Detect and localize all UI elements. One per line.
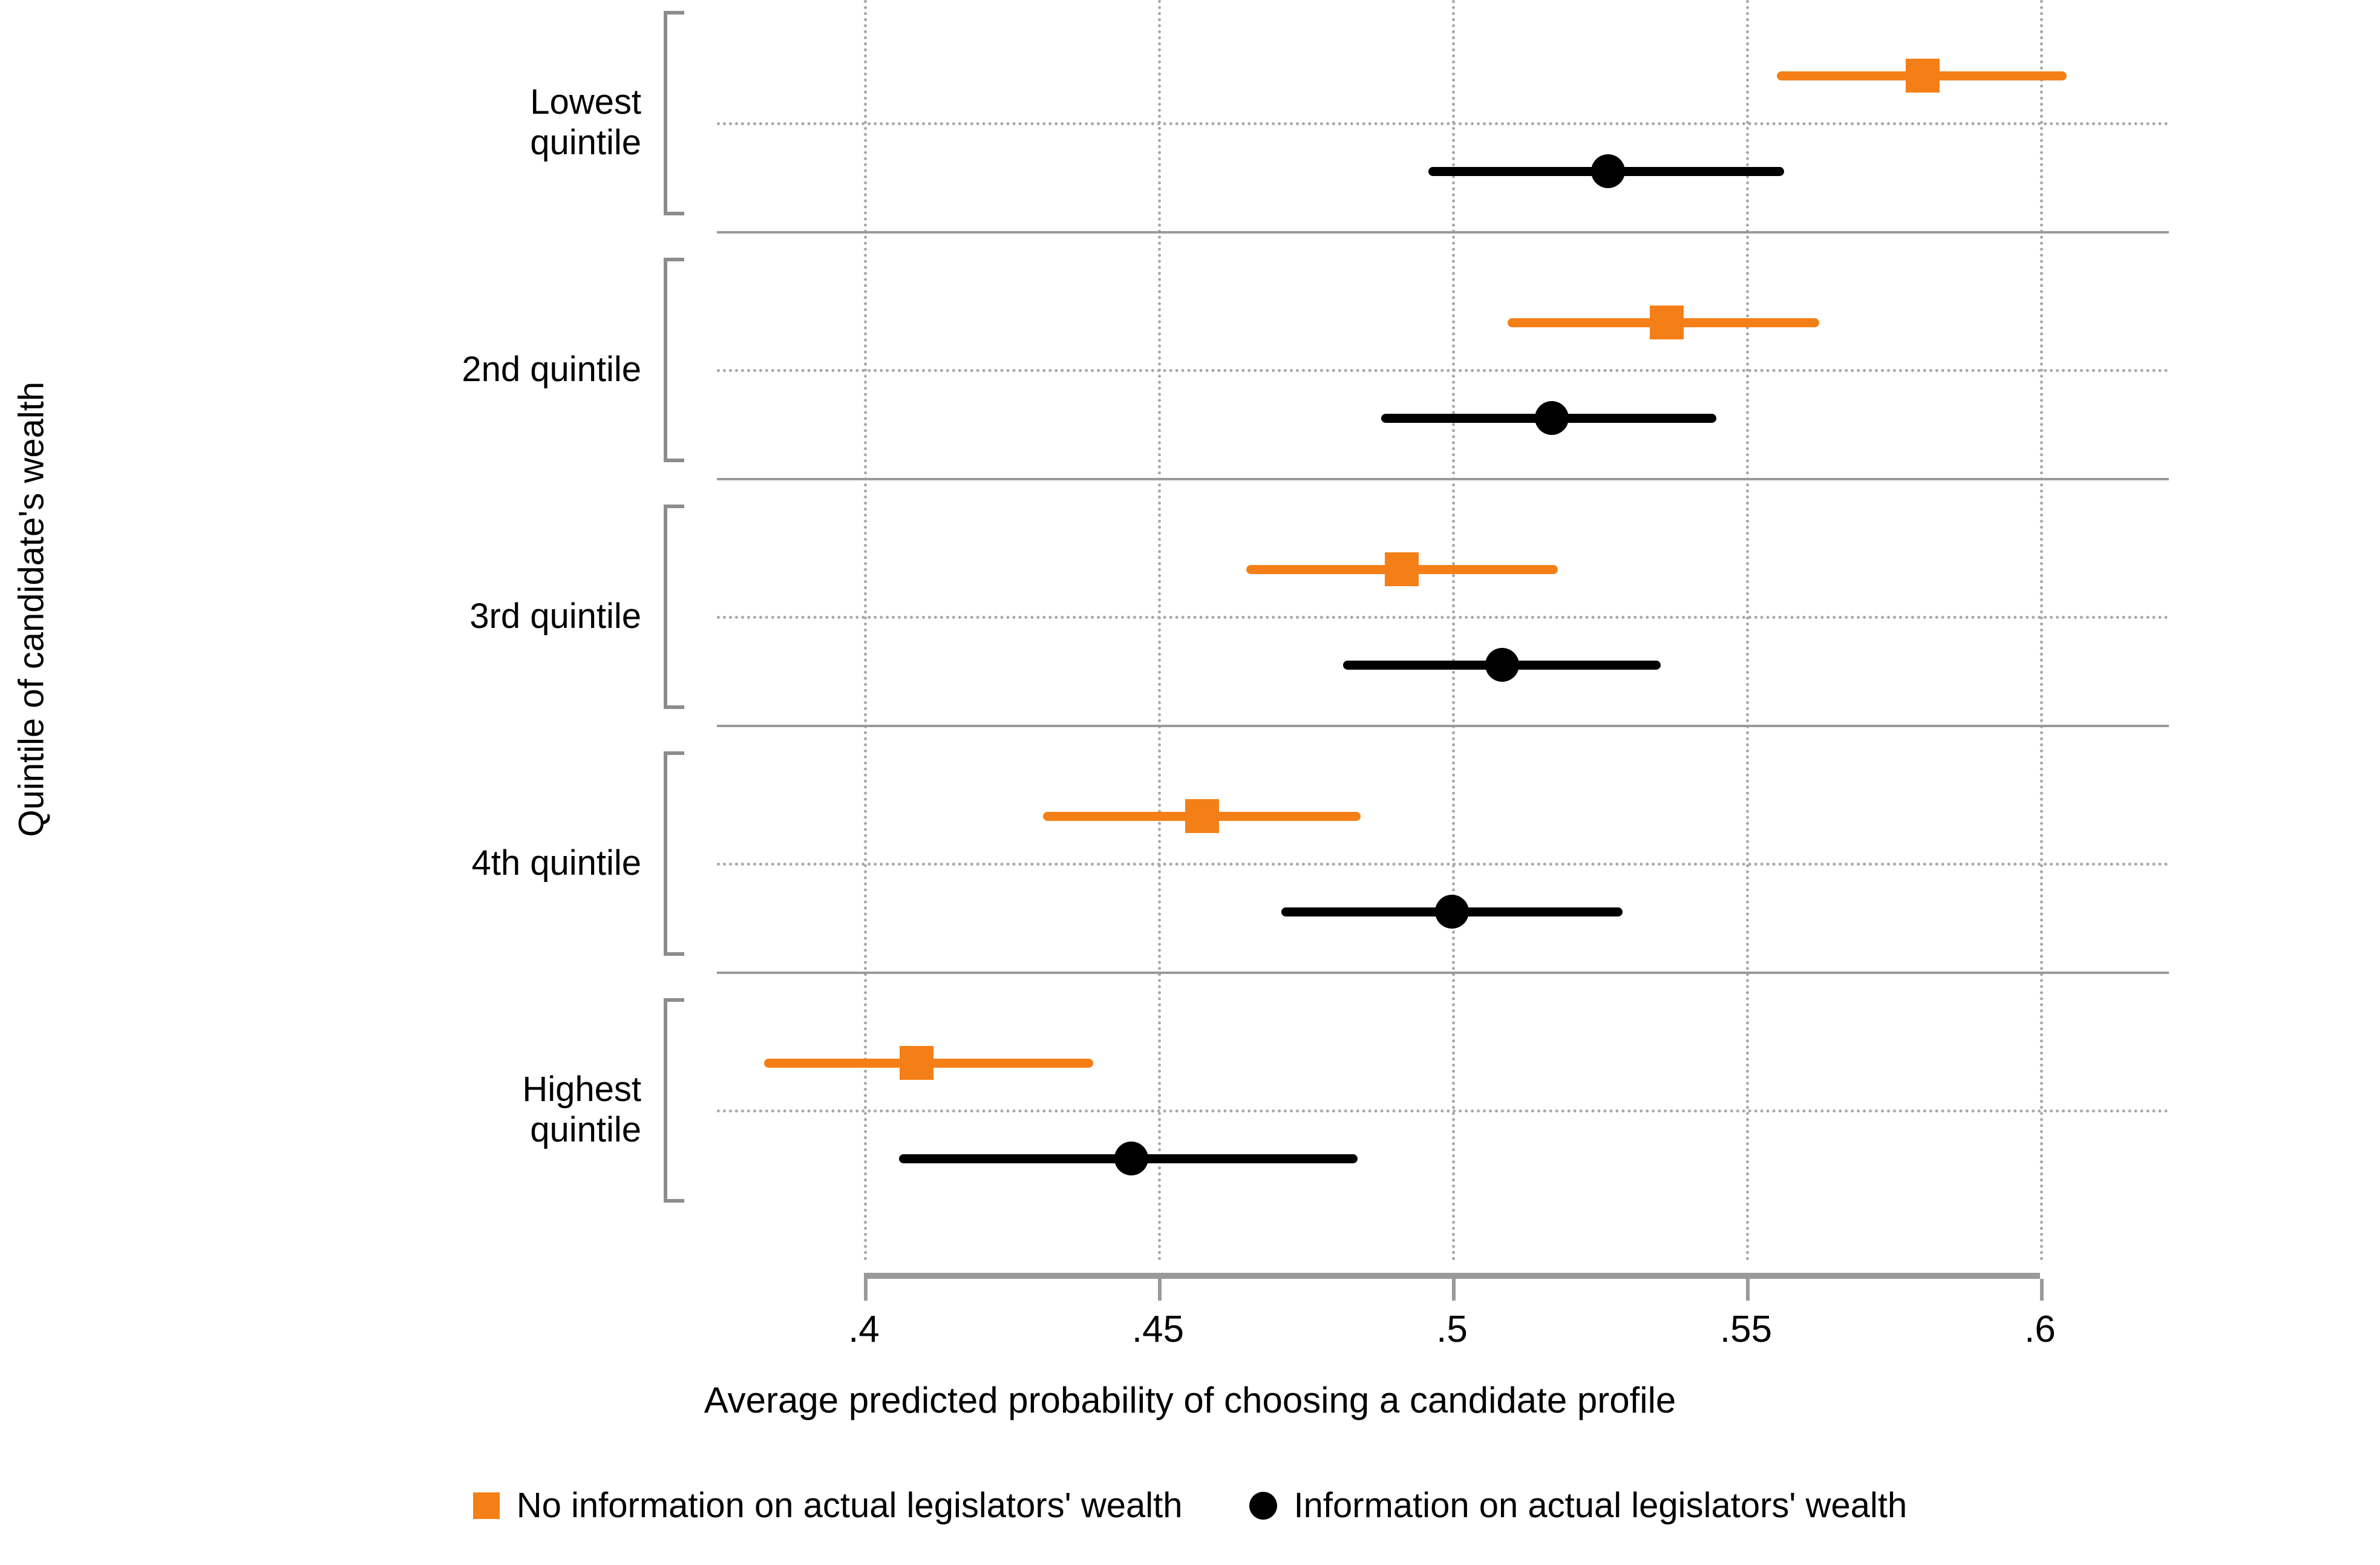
vertical-gridline <box>1158 0 1161 1261</box>
group-separator <box>717 725 2169 727</box>
x-axis-tick <box>1452 1279 1456 1301</box>
estimate-marker-circle <box>1435 895 1469 929</box>
estimate-marker-square <box>1649 305 1684 339</box>
x-axis-tick <box>864 1279 868 1301</box>
y-axis-bracket-cap <box>664 998 684 1002</box>
y-axis-category-label: 3rd quintile <box>0 596 641 637</box>
estimate-marker-circle <box>1485 648 1519 682</box>
estimate-marker-circle <box>1590 154 1625 188</box>
x-axis-tick-label: .45 <box>1131 1309 1185 1350</box>
y-label-line: quintile <box>530 1109 641 1149</box>
y-label-line: 3rd quintile <box>469 596 641 636</box>
estimate-marker-square <box>900 1046 934 1080</box>
y-axis-bracket <box>664 505 667 709</box>
y-axis-bracket-cap <box>664 258 684 261</box>
y-axis-category-label: 2nd quintile <box>0 350 641 390</box>
horizontal-gridline <box>717 1109 2169 1112</box>
horizontal-gridline <box>717 369 2169 372</box>
x-axis-tick-label: .4 <box>848 1309 880 1350</box>
group-separator <box>717 972 2169 974</box>
y-axis-bracket <box>664 11 667 215</box>
y-axis-bracket-cap <box>664 705 684 709</box>
legend-circle-icon <box>1249 1491 1277 1520</box>
vertical-gridline <box>2040 0 2043 1261</box>
y-axis-bracket-cap <box>664 1199 684 1203</box>
legend-label: Information on actual legislators' wealt… <box>1293 1486 1908 1525</box>
estimate-marker-square <box>1385 552 1419 586</box>
legend: No information on actual legislators' we… <box>0 1485 2380 1526</box>
estimate-marker-circle <box>1114 1142 1149 1175</box>
x-axis-tick-label: .6 <box>2024 1309 2056 1350</box>
y-axis-bracket <box>664 751 667 956</box>
x-axis-spine <box>864 1273 2040 1279</box>
y-axis-bracket <box>664 998 667 1203</box>
y-axis-bracket-cap <box>664 505 684 508</box>
x-axis-tick-label: .5 <box>1436 1309 1468 1350</box>
legend-item[interactable]: No information on actual legislators' we… <box>472 1485 1183 1526</box>
x-axis-tick-label: .55 <box>1719 1309 1773 1350</box>
y-label-line: Lowest <box>530 82 641 122</box>
y-label-line: quintile <box>530 122 641 162</box>
y-axis-bracket-cap <box>664 952 684 956</box>
vertical-gridline <box>1452 0 1455 1261</box>
x-axis-title: Average predicted probability of choosin… <box>704 1380 1676 1420</box>
estimate-marker-square <box>1905 59 1940 93</box>
y-axis-bracket <box>664 258 667 462</box>
plot-area <box>717 0 2169 1270</box>
legend-item[interactable]: Information on actual legislators' wealt… <box>1249 1485 1908 1526</box>
y-label-line: 4th quintile <box>471 843 641 883</box>
vertical-gridline <box>864 0 867 1261</box>
y-axis-bracket-cap <box>664 751 684 755</box>
y-axis-bracket-cap <box>664 212 684 215</box>
estimate-marker-circle <box>1535 401 1569 435</box>
y-axis-bracket-cap <box>664 11 684 15</box>
legend-square-icon <box>472 1492 500 1519</box>
y-label-line: 2nd quintile <box>462 350 641 389</box>
y-axis-category-label: 4th quintile <box>0 843 641 884</box>
x-axis-tick <box>1158 1279 1162 1301</box>
group-separator <box>717 478 2169 480</box>
estimate-marker-square <box>1185 799 1219 833</box>
y-axis-bracket-cap <box>664 459 684 462</box>
y-label-line: Highest <box>522 1070 641 1109</box>
x-axis-tick <box>1746 1279 1750 1301</box>
horizontal-gridline <box>717 616 2169 619</box>
vertical-gridline <box>1746 0 1749 1261</box>
x-axis-tick <box>2040 1279 2044 1301</box>
group-separator <box>717 231 2169 234</box>
horizontal-gridline <box>717 122 2169 125</box>
horizontal-gridline <box>717 863 2169 866</box>
legend-label: No information on actual legislators' we… <box>516 1486 1183 1525</box>
